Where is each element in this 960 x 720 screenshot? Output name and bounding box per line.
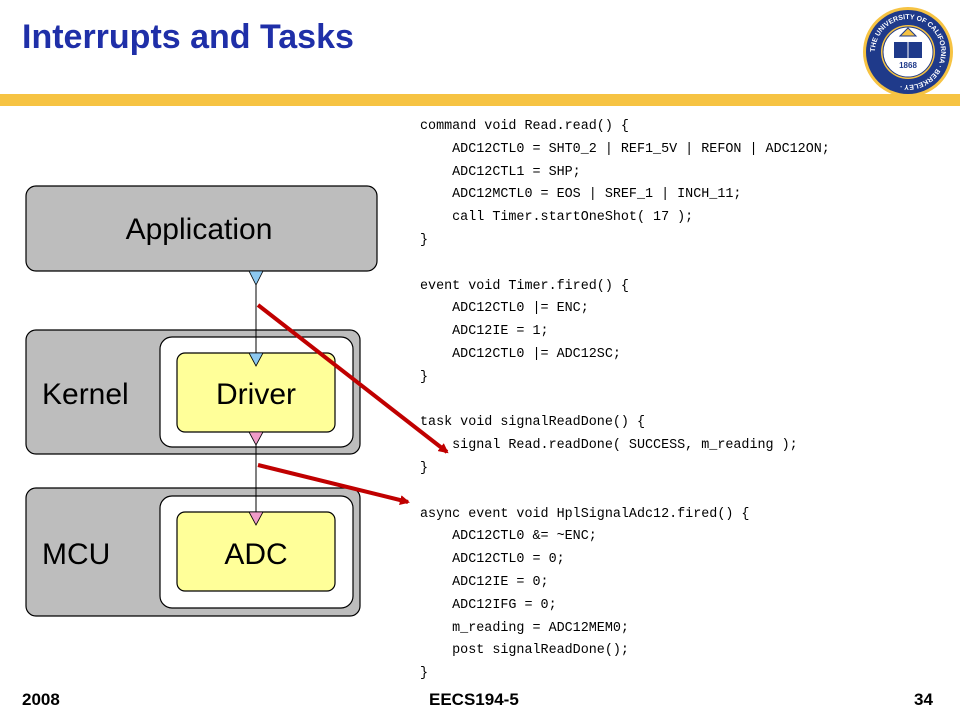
code-line: ADC12CTL0 = 0;: [420, 552, 565, 568]
code-line: ADC12CTL1 = SHP;: [420, 164, 581, 180]
kernel-layer-label: Kernel: [42, 378, 129, 411]
code-line: ADC12CTL0 |= ADC12SC;: [420, 347, 621, 362]
adc-label: ADC: [224, 538, 287, 571]
adc-interface-triangle: [248, 511, 264, 526]
code-line: ADC12IE = 1;: [420, 324, 549, 340]
code-line: task void signalReadDone() {: [420, 415, 645, 431]
seal-year: 1868: [899, 61, 917, 70]
code-line: ADC12CTL0 = SHT0_2 | REF1_5V | REFON | A…: [420, 141, 830, 157]
code-line: ADC12MCTL0 = EOS | SREF_1 | INCH_11;: [420, 187, 742, 203]
application-layer-label: Application: [126, 213, 273, 246]
code-line: ADC12CTL0 |= ENC;: [420, 301, 589, 317]
footer-year: 2008: [22, 690, 60, 709]
code-line: }: [420, 461, 429, 476]
driver-label: Driver: [216, 378, 296, 411]
footer-page-number: 34: [914, 690, 933, 709]
code-line: post signalReadDone();: [420, 643, 629, 659]
code-line: m_reading = ADC12MEM0;: [420, 620, 629, 636]
code-line: }: [420, 666, 429, 682]
code-line: async event void HplSignalAdc12.fired() …: [420, 506, 750, 522]
application-layer-box: [25, 185, 378, 272]
code-line: }: [420, 369, 429, 385]
code-line: signal Read.readDone( SUCCESS, m_reading…: [420, 438, 798, 454]
code-line: ADC12IFG = 0;: [420, 597, 557, 613]
code-line: command void Read.read() {: [420, 119, 629, 134]
university-seal-logo: THE UNIVERSITY OF CALIFORNIA · BERKELEY …: [863, 7, 953, 97]
code-line: }: [420, 233, 429, 248]
footer-course: EECS194-5: [429, 690, 519, 709]
code-line: ADC12CTL0 &= ~ENC;: [420, 529, 597, 545]
code-line: call Timer.startOneShot( 17 );: [420, 210, 694, 226]
slide-title: Interrupts and Tasks: [22, 18, 354, 56]
title-underline-rule: [0, 94, 960, 106]
code-line: event void Timer.fired() {: [420, 278, 629, 294]
mcu-layer-label: MCU: [42, 538, 110, 571]
layer-diagram: Application Kernel Driver MCU ADC: [25, 185, 378, 617]
code-line: ADC12IE = 0;: [420, 575, 549, 590]
application-interface-triangle: [248, 270, 264, 286]
